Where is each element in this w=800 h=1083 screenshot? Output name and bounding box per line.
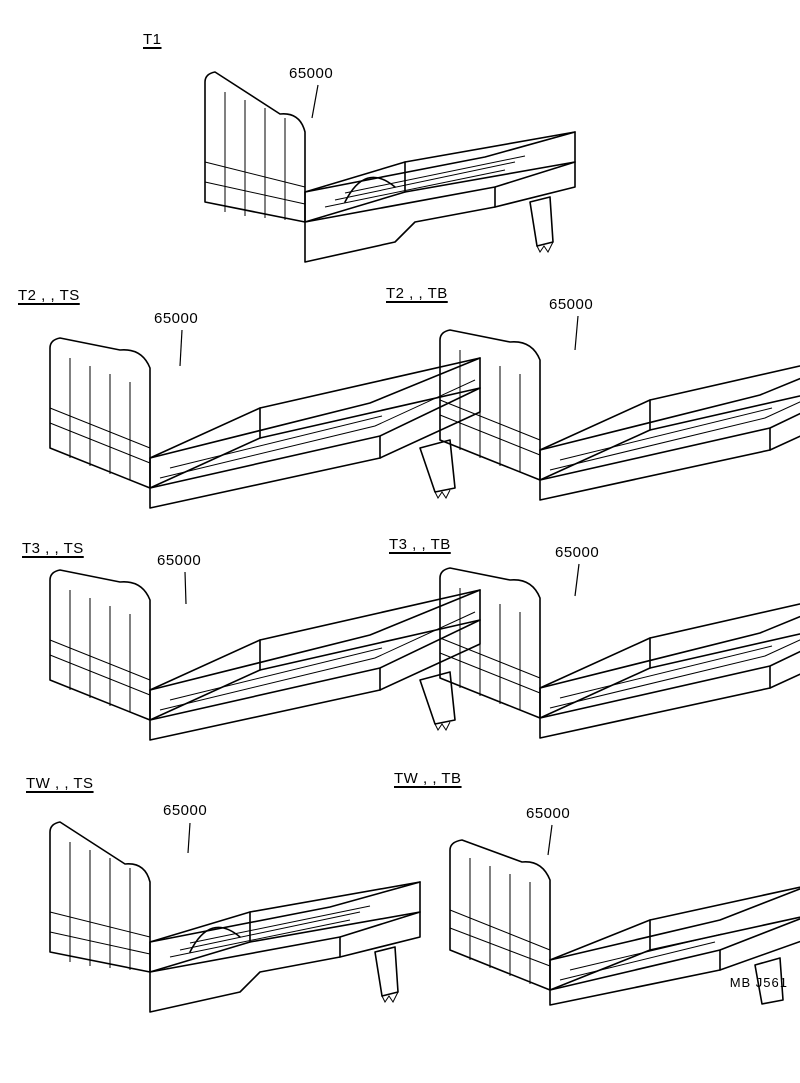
variant-label-t3-tb: T3 , , TB bbox=[389, 536, 451, 553]
part-number-t2-tb: 65000 bbox=[549, 296, 594, 313]
part-number-t3-tb: 65000 bbox=[555, 544, 600, 561]
figure-code: MB J561 bbox=[729, 975, 788, 990]
bed-drawing-t2-ts bbox=[49, 337, 481, 509]
variant-label-t1: T1 bbox=[143, 31, 162, 48]
part-number-t1: 65000 bbox=[289, 65, 334, 82]
part-number-t3-ts: 65000 bbox=[157, 552, 202, 569]
variant-label-tw-tb: TW , , TB bbox=[394, 770, 462, 787]
bed-drawing-t2-tb bbox=[439, 329, 800, 501]
bed-drawing-t3-tb bbox=[439, 567, 800, 739]
variant-label-tw-ts: TW , , TS bbox=[26, 775, 94, 792]
variant-label-t2-tb: T2 , , TB bbox=[386, 285, 448, 302]
variant-label-t2-ts: T2 , , TS bbox=[18, 287, 80, 304]
part-number-t2-ts: 65000 bbox=[154, 310, 199, 327]
bed-drawing-tw-ts bbox=[49, 821, 421, 1013]
part-number-tw-tb: 65000 bbox=[526, 805, 571, 822]
part-number-tw-ts: 65000 bbox=[163, 802, 208, 819]
bed-drawing-t1 bbox=[204, 71, 576, 263]
bed-drawing-t3-ts bbox=[49, 569, 481, 741]
variant-label-t3-ts: T3 , , TS bbox=[22, 540, 84, 557]
